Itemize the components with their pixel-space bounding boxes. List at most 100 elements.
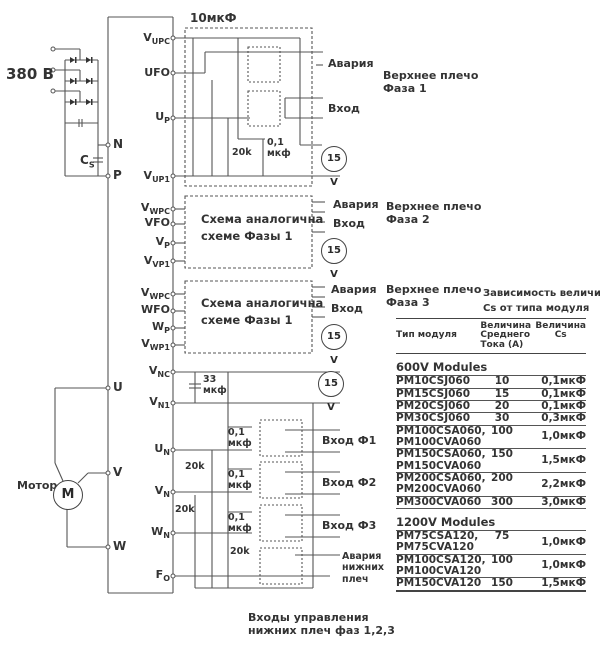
caption-line1: Входы управления (248, 611, 369, 624)
phase1-resistor-label: 20k (232, 147, 252, 158)
table-section-heading: 600V Modules (396, 354, 586, 377)
motor-wiring (54, 387, 108, 548)
pin-sub: N (163, 448, 170, 458)
output-v-label: V (113, 465, 123, 479)
cell-current: 300 (491, 495, 513, 508)
motor-label: Мотор (17, 479, 58, 492)
pin-un: UN (154, 442, 170, 457)
lower-res3-label: 20k (230, 546, 250, 557)
pin-sub: UP1 (152, 175, 170, 185)
cell-current: 150 (491, 448, 513, 461)
phase2-box-text: Схема аналогична схеме Фазы 1 (201, 211, 323, 244)
pin-vnc: VNC (149, 364, 170, 379)
lower-15v-supply-icon: 15 V (318, 371, 344, 413)
pin-sub: UPC (151, 37, 170, 47)
cs-cap-main: C (80, 153, 89, 167)
cell-current: 150 (491, 577, 513, 590)
phase2-fault-label: Авария (333, 198, 379, 211)
pin-main: V (143, 31, 152, 44)
box-text-line2: схеме Фазы 1 (201, 228, 293, 243)
lower-arm-wiring (173, 371, 340, 589)
cap-unit: мкф (228, 437, 252, 449)
cell-cs: 1,0мкФ (541, 535, 586, 548)
pin-sub: N1 (157, 401, 170, 411)
cap-unit: мкф (267, 147, 291, 159)
cap-value: 0,1 (228, 512, 245, 523)
pin-main: V (140, 286, 150, 299)
cap-value: 0,1 (228, 427, 245, 438)
cap-value: 0,1 (228, 469, 245, 480)
title-line1: Верхнее плечо (386, 283, 482, 296)
header-type: Тип модуля (396, 330, 457, 341)
lower-input-f3-label: Вход Ф3 (322, 519, 377, 532)
pin-terminals (50, 35, 176, 579)
phase1-15v-supply-icon: 15 V (321, 146, 347, 188)
cell-current: 30 (494, 412, 510, 425)
fault-line1: Авария (342, 551, 382, 562)
cell-cs: 0,1мкФ (541, 375, 586, 388)
pin-main: V (149, 395, 158, 408)
pin-main: V (148, 364, 158, 377)
pin-sub: NC (157, 370, 170, 380)
fault-line3: плеч (342, 573, 369, 585)
pin-sub: WP1 (149, 343, 170, 353)
cell-type: PM10CSJ060 (396, 375, 471, 388)
cell-type: PM15CSJ060 (396, 387, 471, 400)
table-title-line2: Cs от типа модуля (483, 303, 590, 314)
lower-input-f2-label: Вход Ф2 (322, 476, 377, 489)
phase2-15v-supply-icon: 15 V (321, 238, 347, 280)
cell-current: 200 (491, 471, 513, 484)
pin-main: WFO (141, 303, 170, 316)
table-section-heading: 1200V Modules (396, 509, 586, 531)
lower-input-f1-label: Вход Ф1 (322, 434, 377, 447)
cell-type: PM20CSJ060 (396, 399, 471, 412)
cell-cs: 1,0мкФ (541, 559, 586, 572)
pin-sub: O (163, 574, 170, 584)
pin-main: V (140, 201, 150, 214)
pin-main: F (155, 568, 164, 581)
bridge-cap (78, 119, 83, 127)
cell-current: 10 (494, 375, 510, 388)
cell-type: PM150CVA120 (396, 577, 482, 590)
pin-main: V (143, 169, 153, 182)
caption-line2: нижних плеч фаз 1,2,3 (248, 623, 395, 637)
phase1-fault-label: Авария (328, 57, 374, 70)
cs-table: Тип модуля Величина Среднего Тока (А) Ве… (396, 318, 586, 592)
pin-wn: WN (151, 525, 170, 540)
rectifier-diodes (70, 57, 93, 105)
n-terminal-label: N (113, 137, 124, 151)
pin-main: W (151, 320, 165, 333)
pin-vwp1: VWP1 (141, 337, 170, 352)
cap-unit: мкф (228, 479, 252, 491)
phase3-15v-supply-icon: 15 V (321, 324, 347, 366)
pin-wfo: WFO (141, 303, 170, 316)
phase3-input-label: Вход (331, 302, 363, 315)
table-title: Зависимость величиныCs от типа модуля (483, 286, 600, 316)
pin-main: V (143, 254, 153, 267)
pin-fo: FO (156, 568, 170, 583)
pin-vwpc-3: VWPC (141, 286, 170, 301)
cell-cs: 3,0мкФ (541, 495, 586, 508)
box-text-line1: Схема аналогична (201, 212, 324, 226)
cap-unit: мкф (228, 522, 252, 534)
cell-current: 20 (494, 399, 510, 412)
cell-type: PM30CSJ060 (396, 412, 471, 425)
pin-main: UFO (144, 66, 170, 79)
supply-voltage-label: 380 В (6, 65, 54, 83)
pin-sub: P (164, 326, 170, 336)
pin-vn1: VN1 (149, 395, 170, 410)
output-u-label: U (113, 380, 123, 394)
pin-wp: WP (152, 320, 170, 335)
pin-sub: N (163, 490, 170, 500)
